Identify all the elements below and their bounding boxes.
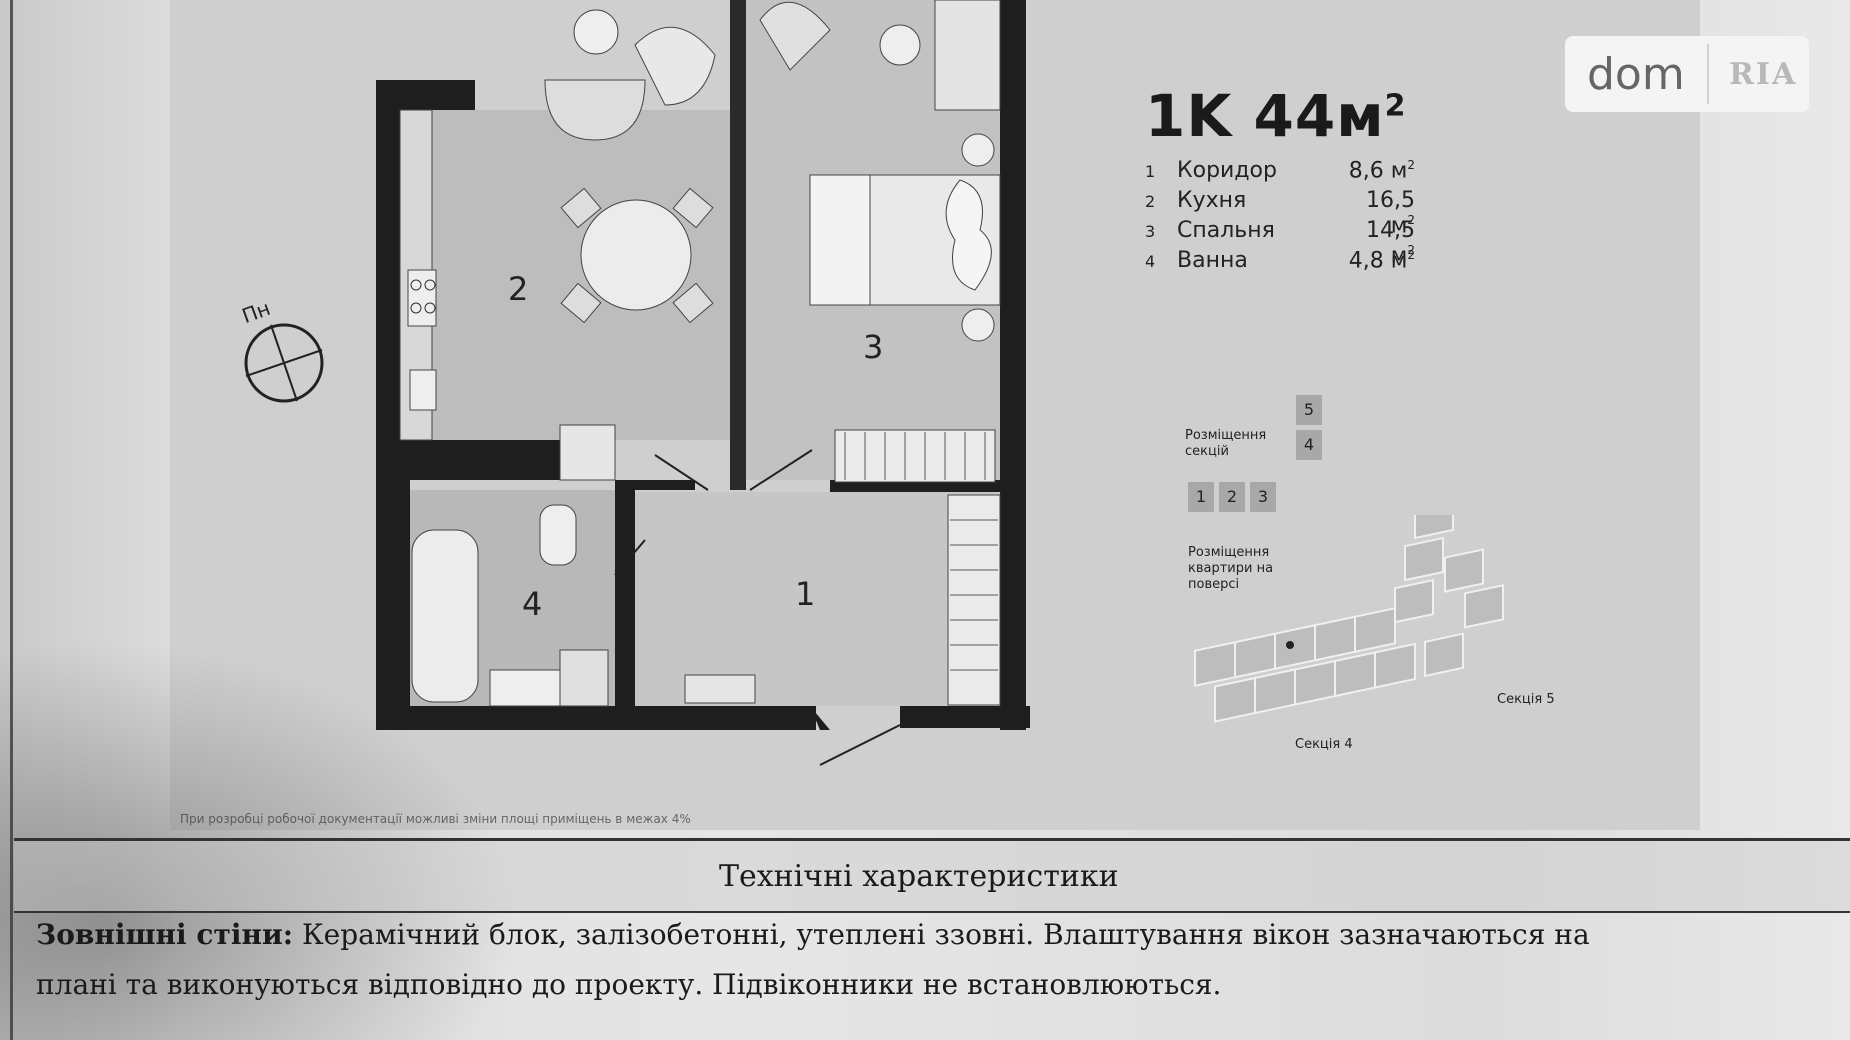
tech-specs-header: Технічні характеристики: [14, 838, 1850, 913]
walls-text-continued: плані та виконуються відповідно до проек…: [36, 968, 1222, 1001]
section-box-5: 5: [1296, 395, 1322, 425]
room-label-4: 4: [522, 585, 542, 623]
logo-divider: [1707, 44, 1709, 104]
section-box-4: 4: [1296, 430, 1322, 460]
apartment-title: 1K 44м2: [1145, 82, 1407, 150]
page-border: [10, 0, 13, 1040]
section-box-2: 2: [1219, 482, 1245, 512]
external-walls-row: Зовнішні стіни: Керамічний блок, залізоб…: [14, 910, 1850, 1040]
room-label-3: 3: [863, 328, 883, 366]
tech-specs-title: Технічні характеристики: [719, 859, 1119, 894]
walls-text: Керамічний блок, залізобетонні, утеплені…: [301, 918, 1590, 951]
compass-icon: [244, 323, 324, 403]
room-label-1: 1: [795, 575, 815, 613]
walls-label: Зовнішні стіни:: [36, 918, 294, 951]
logo-dom: dom: [1587, 48, 1685, 100]
section-box-1: 1: [1188, 482, 1214, 512]
section-box-3: 3: [1250, 482, 1276, 512]
section-placement-label: Розміщення секцій: [1185, 428, 1267, 459]
building-scheme: [1194, 515, 1504, 723]
logo-ria: RIA: [1729, 56, 1798, 92]
domria-logo: dom RIA: [1565, 36, 1809, 112]
section-4-label: Секція 4: [1295, 737, 1353, 752]
room-label-2: 2: [508, 270, 528, 308]
floor-placement-label: Розміщення квартири на поверсі: [1188, 545, 1274, 592]
floor-plan: 2 3 4 1: [376, 0, 1030, 766]
section-5-label: Секція 5: [1497, 692, 1555, 707]
plan-disclaimer: При розробці робочої документації можлив…: [180, 812, 691, 826]
